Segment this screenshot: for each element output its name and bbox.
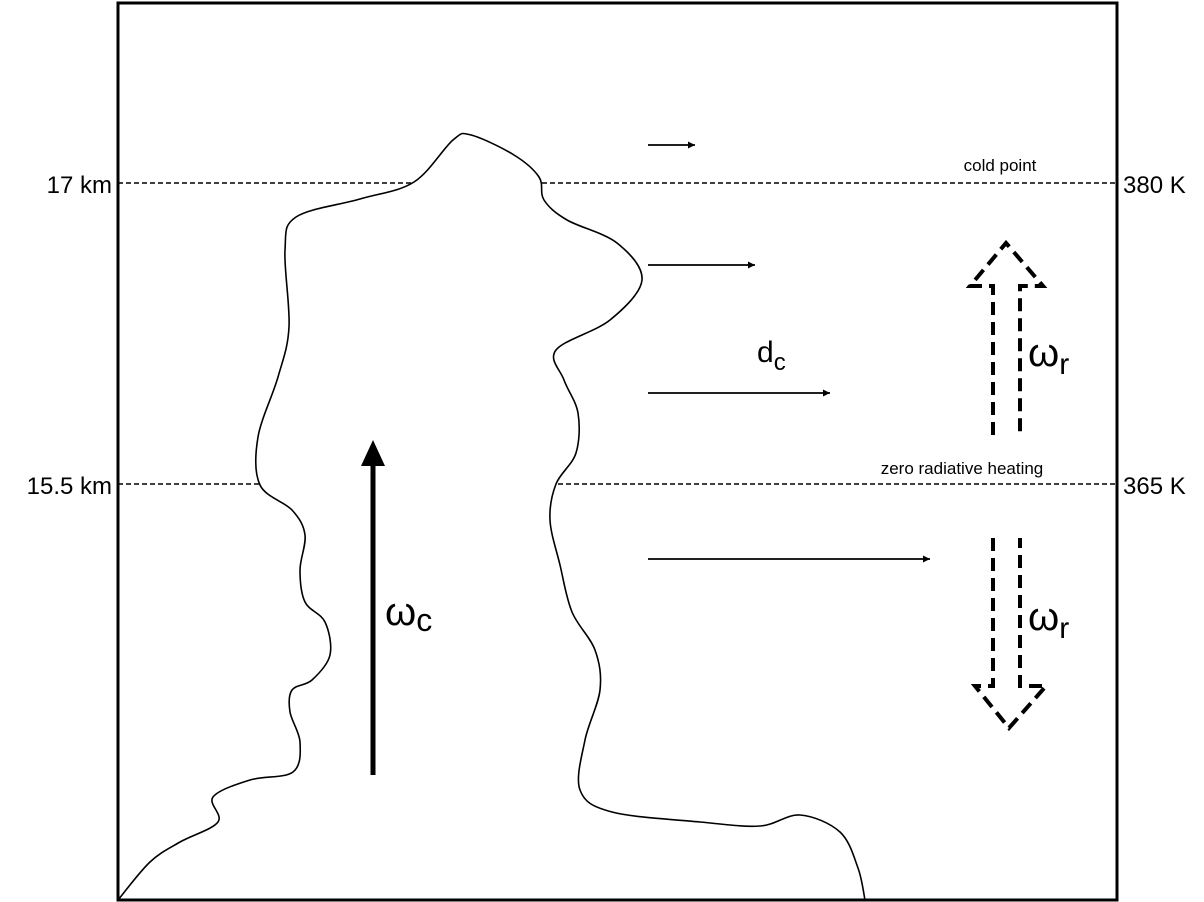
radiative-upward-arrow	[965, 239, 1048, 435]
radiative-omega-symbol-lower: ωr	[1028, 595, 1069, 645]
radiative-downward-arrow	[970, 538, 1051, 732]
convective-updraft-arrowhead	[361, 440, 385, 466]
theta-label-380k: 380 K	[1123, 172, 1186, 199]
detrainment-symbol: dc	[757, 336, 786, 376]
altitude-label-17km: 17 km	[47, 172, 112, 199]
diagram-frame	[116, 1, 1119, 902]
radiative-omega-symbol-upper: ωr	[1028, 331, 1069, 381]
zero-radiative-heating-label: zero radiative heating	[881, 459, 1044, 478]
altitude-label-15-5km: 15.5 km	[27, 473, 112, 500]
convective-cloud-outline	[117, 132, 866, 901]
cold-point-label: cold point	[964, 156, 1037, 175]
convective-omega-symbol: ωc	[385, 590, 432, 638]
theta-label-365k: 365 K	[1123, 473, 1186, 500]
